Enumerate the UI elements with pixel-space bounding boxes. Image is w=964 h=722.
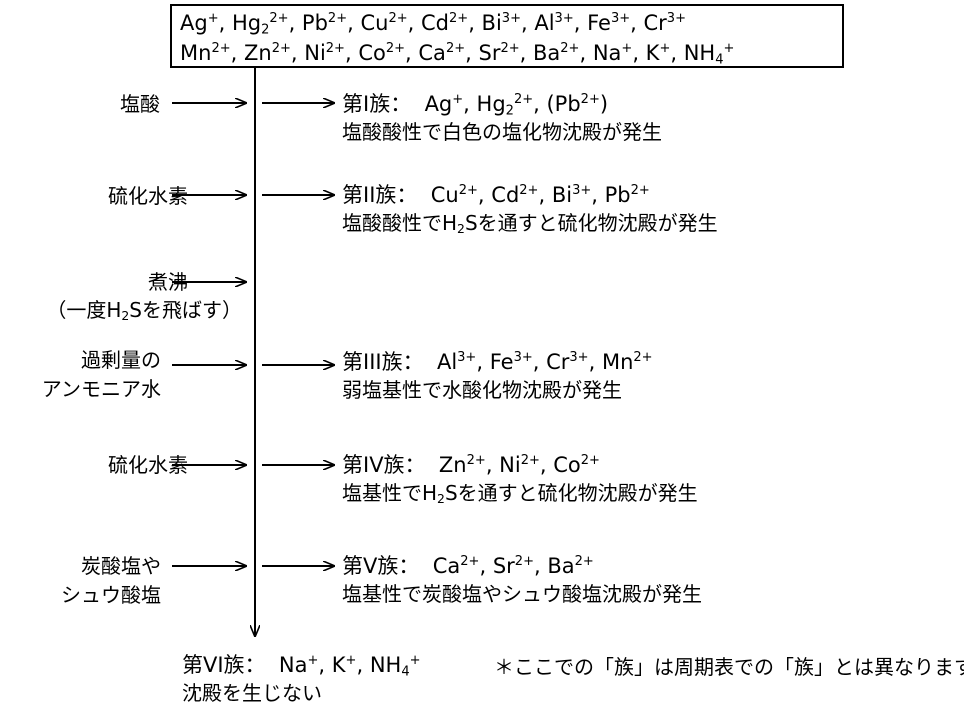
ion-formula: Ag+ <box>424 91 464 116</box>
ion-formula: Cu2+ <box>430 182 478 207</box>
reagent-carbonate-oxalate: 炭酸塩や シュウ酸塩 <box>61 554 161 607</box>
ion-formula: NH4+ <box>369 652 421 680</box>
reagent-h2s-basic: 硫化水素 <box>108 453 188 477</box>
ion-formula: Mn2+ <box>601 349 653 374</box>
ion-formula: K+ <box>331 652 357 677</box>
ion-formula: Bi3+ <box>481 10 521 35</box>
ion-formula: Ca2+ <box>432 553 480 578</box>
group-5: 第V族： Ca2+, Sr2+, Ba2+ 塩基性で炭酸塩やシュウ酸塩沈殿が発生 <box>342 552 702 608</box>
ion-list-line-2: Mn2+, Zn2+, Ni2+, Co2+, Ca2+, Sr2+, Ba2+… <box>180 40 735 68</box>
reagent-arrows <box>172 103 246 566</box>
ion-formula: Cd2+ <box>491 182 539 207</box>
group-6: 第VI族： Na+, K+, NH4+ 沈殿を生じない <box>182 651 421 707</box>
ion-formula: Cd2+ <box>421 10 469 35</box>
group-6-title: 第VI族： Na+, K+, NH4+ <box>182 652 421 680</box>
group-5-title: 第V族： Ca2+, Sr2+, Ba2+ <box>342 553 594 578</box>
group-4-title: 第IV族： Zn2+, Ni2+, Co2+ <box>342 452 600 477</box>
reagent-boiling: 煮沸 <box>148 270 188 294</box>
ion-formula: Zn2+ <box>243 40 291 65</box>
group-6-description: 沈殿を生じない <box>182 681 322 705</box>
ion-formula: Ca2+ <box>418 40 466 65</box>
ion-formula: NH4+ <box>683 40 735 68</box>
group-1-title: 第I族： Ag+, Hg22+, (Pb2+) <box>342 91 609 119</box>
ion-list-line-1: Ag+, Hg22+, Pb2+, Cu2+, Cd2+, Bi3+, Al3+… <box>180 10 686 38</box>
ion-formula: Ag+ <box>180 10 219 35</box>
ion-formula: Sr2+ <box>492 553 534 578</box>
ion-formula: Ni2+ <box>304 40 345 65</box>
group-1: 第I族： Ag+, Hg22+, (Pb2+) 塩酸酸性で白色の塩化物沈殿が発生 <box>342 90 662 146</box>
initial-ions-box: Ag+, Hg22+, Pb2+, Cu2+, Cd2+, Bi3+, Al3+… <box>170 4 844 68</box>
ion-formula: Sr2+ <box>478 40 520 65</box>
ion-formula: Cr3+ <box>643 10 686 35</box>
reagent-excess-ammonia: 過剰量の アンモニア水 <box>41 348 161 401</box>
ion-formula: Ni2+ <box>499 452 540 477</box>
group-4-description: 塩基性でH2Sを通すと硫化物沈殿が発生 <box>342 481 698 507</box>
ion-formula: Cu2+ <box>360 10 408 35</box>
ion-formula: (Pb2+) <box>546 91 609 116</box>
ion-formula: Ba2+ <box>533 40 580 65</box>
reagent-hcl: 塩酸 <box>120 92 160 116</box>
ion-formula: Co2+ <box>358 40 406 65</box>
group-3-title: 第III族： Al3+, Fe3+, Cr3+, Mn2+ <box>342 349 653 374</box>
group-2-title: 第II族： Cu2+, Cd2+, Bi3+, Pb2+ <box>342 182 650 207</box>
ion-formula: Mn2+ <box>180 40 231 65</box>
ion-formula: Hg22+ <box>231 10 289 38</box>
ion-formula: Na+ <box>278 652 319 677</box>
footnote: ＊ここでの「族」は周期表での「族」とは異なります <box>494 655 964 679</box>
ion-formula: Fe3+ <box>489 349 533 374</box>
ion-formula: Al3+ <box>534 10 574 35</box>
group-2-description: 塩酸酸性でH2Sを通すと硫化物沈殿が発生 <box>342 211 718 237</box>
ion-formula: K+ <box>645 40 671 65</box>
reagent-boiling-note: （一度H2Sを飛ばす） <box>46 298 242 324</box>
group-4: 第IV族： Zn2+, Ni2+, Co2+ 塩基性でH2Sを通すと硫化物沈殿が… <box>342 451 698 507</box>
reagent-h2s-acidic: 硫化水素 <box>108 184 188 208</box>
group-3: 第III族： Al3+, Fe3+, Cr3+, Mn2+ 弱塩基性で水酸化物沈… <box>342 348 653 404</box>
group-arrows <box>262 103 334 566</box>
ion-formula: Zn2+ <box>438 452 486 477</box>
ion-formula: Ba2+ <box>547 553 594 578</box>
group-5-description: 塩基性で炭酸塩やシュウ酸塩沈殿が発生 <box>342 582 702 606</box>
ion-formula: Al3+ <box>436 349 477 374</box>
ion-formula: Co2+ <box>553 452 600 477</box>
group-1-description: 塩酸酸性で白色の塩化物沈殿が発生 <box>342 120 662 144</box>
ion-formula: Na+ <box>592 40 633 65</box>
group-2: 第II族： Cu2+, Cd2+, Bi3+, Pb2+ 塩酸酸性でH2Sを通す… <box>342 181 718 237</box>
ion-formula: Cr3+ <box>546 349 589 374</box>
ion-formula: Pb2+ <box>301 10 348 35</box>
ion-formula: Hg22+ <box>476 91 534 119</box>
ion-formula: Pb2+ <box>604 182 650 207</box>
group-3-description: 弱塩基性で水酸化物沈殿が発生 <box>342 378 622 402</box>
ion-formula: Bi3+ <box>551 182 592 207</box>
ion-formula: Fe3+ <box>587 10 631 35</box>
